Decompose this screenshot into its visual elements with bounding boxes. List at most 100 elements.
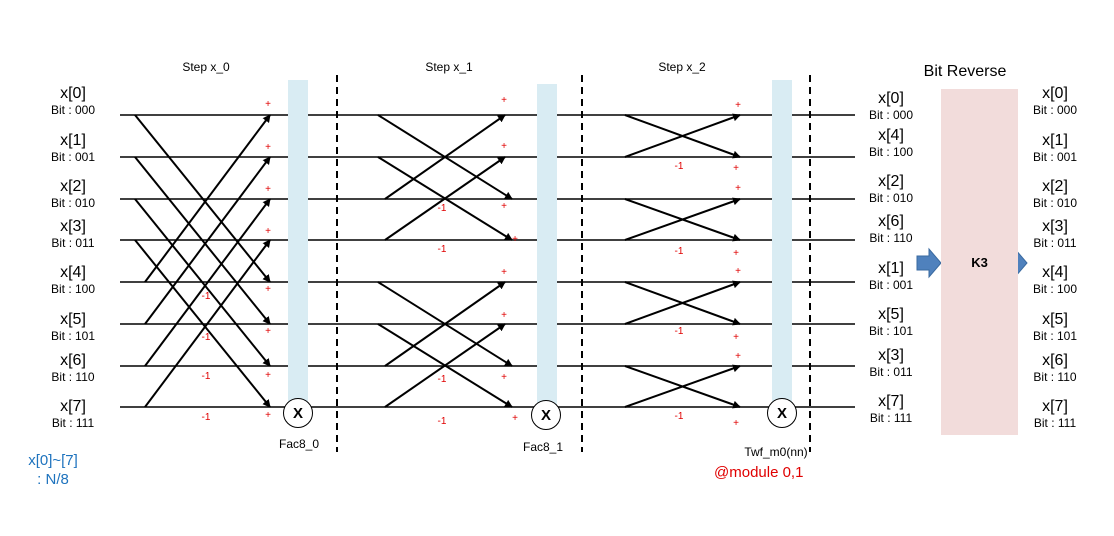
stage1-plus-4: +	[501, 310, 507, 321]
stage0-down-arrow-3	[134, 239, 271, 408]
stage0-plus-bottom-0: +	[265, 284, 271, 295]
stage2-minus-3: -1	[674, 411, 684, 422]
input-label-7-name: x[7]	[60, 398, 86, 415]
input-label-7-bit: Bit : 111	[51, 416, 95, 430]
final-label-1-name: x[1]	[1042, 132, 1068, 149]
stage1-plus-3: +	[501, 267, 507, 278]
input-label-6-name: x[6]	[60, 352, 86, 369]
stage-output-label-2-bit: Bit : 010	[868, 191, 914, 205]
input-label-5-bit: Bit : 101	[50, 329, 96, 343]
final-label-6: x[6]Bit : 110	[1022, 352, 1088, 384]
input-label-7: x[7]Bit : 111	[40, 398, 106, 430]
stage-output-label-6: x[3]Bit : 011	[858, 347, 924, 379]
final-label-7-bit: Bit : 111	[1033, 416, 1077, 430]
stage2-up-arrow-3	[624, 364, 741, 408]
stage2-minus-0: -1	[674, 161, 684, 172]
stage2-plus-bottom-1: +	[733, 248, 739, 259]
stage-output-label-4-name: x[1]	[878, 260, 904, 277]
bit-reverse-block: K3	[941, 89, 1018, 435]
input-label-0: x[0]Bit : 000	[40, 85, 106, 117]
stage0-up-arrow-2	[144, 198, 271, 367]
final-label-2-bit: Bit : 010	[1032, 196, 1078, 210]
stage-output-label-7-name: x[7]	[878, 393, 904, 410]
final-label-5-bit: Bit : 101	[1032, 329, 1078, 343]
step-title-2: Step x_2	[658, 60, 706, 74]
stage-output-label-1: x[4]Bit : 100	[858, 127, 924, 159]
final-label-7-name: x[7]	[1042, 398, 1068, 415]
stage-output-label-7: x[7]Bit : 111	[858, 393, 924, 425]
stage0-minus-1: -1	[201, 332, 211, 343]
stage-output-label-2-name: x[2]	[878, 173, 904, 190]
final-label-7: x[7]Bit : 111	[1022, 398, 1088, 430]
input-label-1-name: x[1]	[60, 132, 86, 149]
stage-band-1	[537, 84, 557, 412]
stage-band-0	[288, 80, 308, 410]
input-label-3-bit: Bit : 011	[51, 236, 95, 250]
stage-output-label-5-name: x[5]	[878, 306, 904, 323]
stage2-plus-bottom-3: +	[733, 418, 739, 429]
input-label-6-bit: Bit : 110	[51, 370, 95, 384]
final-label-0: x[0]Bit : 000	[1022, 85, 1088, 117]
final-label-0-name: x[0]	[1042, 85, 1068, 102]
stage1-plus-2: +	[501, 201, 507, 212]
final-label-3-name: x[3]	[1042, 218, 1068, 235]
stage0-plus-top-3: +	[265, 226, 271, 237]
factor-label-1: Fac8_1	[522, 440, 564, 454]
stage-output-label-0-bit: Bit : 000	[868, 108, 914, 122]
stage0-up-arrow-0	[144, 114, 271, 283]
stage0-plus-bottom-1: +	[265, 326, 271, 337]
final-label-5-name: x[5]	[1042, 311, 1068, 328]
stage1-plus-lower-0: +	[512, 234, 518, 245]
stage1-up-arrow-1	[384, 156, 506, 241]
arrow-into-bit-reverse	[916, 247, 942, 279]
range-note-line-1: x[0]~[7]	[28, 452, 78, 469]
multiplier-1: X	[531, 400, 561, 430]
input-label-1: x[1]Bit : 001	[40, 132, 106, 164]
input-label-4-name: x[4]	[60, 264, 86, 281]
stage-output-label-0-name: x[0]	[878, 90, 904, 107]
stage0-up-arrow-1	[144, 156, 271, 325]
stage2-up-arrow-2	[624, 280, 741, 325]
stage1-up-arrow-2	[384, 281, 506, 367]
stage1-up-arrow-0	[384, 114, 506, 200]
stage0-plus-bottom-2: +	[265, 370, 271, 381]
stage-output-label-6-name: x[3]	[878, 347, 904, 364]
stage-output-label-2: x[2]Bit : 010	[858, 173, 924, 205]
stage-output-label-5-bit: Bit : 101	[868, 324, 914, 338]
input-label-2-name: x[2]	[60, 178, 86, 195]
stage-output-label-0: x[0]Bit : 000	[858, 90, 924, 122]
stage-output-label-5: x[5]Bit : 101	[858, 306, 924, 338]
final-label-1: x[1]Bit : 001	[1022, 132, 1088, 164]
input-label-1-bit: Bit : 001	[50, 150, 96, 164]
stage2-up-arrow-0	[624, 113, 741, 158]
stage0-plus-bottom-3: +	[265, 410, 271, 421]
input-label-0-name: x[0]	[60, 85, 86, 102]
stage1-minus-0: -1	[437, 203, 447, 214]
stage0-plus-top-1: +	[265, 142, 271, 153]
final-label-6-bit: Bit : 110	[1033, 370, 1077, 384]
input-label-5: x[5]Bit : 101	[40, 312, 106, 343]
stage0-plus-top-2: +	[265, 184, 271, 195]
stage0-minus-2: -1	[201, 371, 211, 382]
final-label-2-name: x[2]	[1042, 178, 1068, 195]
stage2-plus-bottom-0: +	[733, 163, 739, 174]
stage-output-label-1-name: x[4]	[878, 127, 904, 144]
module-note: @module 0,1	[714, 464, 804, 481]
stage0-minus-3: -1	[201, 412, 211, 423]
stage-output-label-3: x[6]Bit : 110	[858, 214, 924, 245]
final-label-4: x[4]Bit : 100	[1022, 265, 1088, 296]
stage1-minus-3: -1	[437, 416, 447, 427]
stage0-up-arrow-3	[144, 239, 271, 408]
stage2-minus-1: -1	[674, 246, 684, 257]
stage0-down-arrow-2	[134, 198, 271, 367]
input-label-0-bit: Bit : 000	[50, 103, 96, 117]
final-label-3-bit: Bit : 011	[1033, 236, 1077, 250]
range-note: x[0]~[7] : N/8	[14, 452, 92, 490]
stage-output-label-6-bit: Bit : 011	[869, 365, 913, 379]
stage2-up-arrow-1	[624, 197, 741, 241]
stage1-minus-2: -1	[437, 374, 447, 385]
range-note-line-2: : N/8	[37, 470, 69, 488]
stage1-plus-1: +	[501, 141, 507, 152]
stage1-up-arrow-3	[384, 323, 506, 408]
final-label-6-name: x[6]	[1042, 352, 1068, 369]
